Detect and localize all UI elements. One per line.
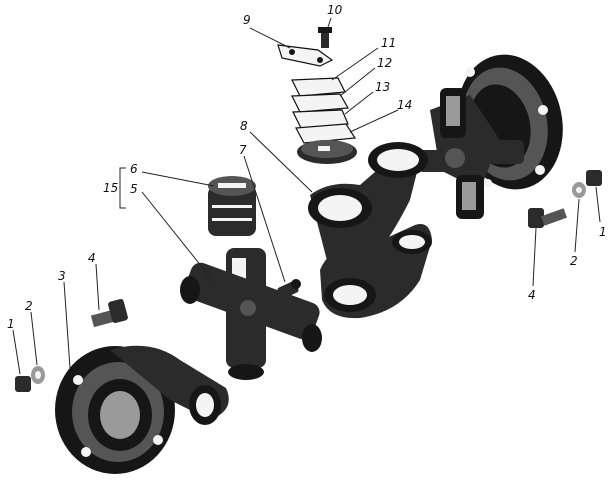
callout-1-left: 1 xyxy=(7,317,15,331)
callout-8: 8 xyxy=(240,119,248,133)
callout-1-right: 1 xyxy=(599,225,607,239)
seal-disc-14 xyxy=(297,140,357,164)
callout-5: 5 xyxy=(130,182,138,196)
callout-6: 6 xyxy=(130,162,138,176)
callout-10: 10 xyxy=(327,3,343,17)
washer-2-left xyxy=(31,366,45,384)
plate-14 xyxy=(295,123,357,144)
callout-12: 12 xyxy=(377,56,392,70)
nut-1-right xyxy=(586,170,602,186)
right-flange-yoke-assembly xyxy=(418,54,563,219)
callout-9: 9 xyxy=(243,13,251,27)
flange-yoke-3 xyxy=(55,345,229,474)
cover-plate-11 xyxy=(291,77,346,97)
callout-7: 7 xyxy=(239,143,247,157)
gasket-13 xyxy=(292,109,349,129)
callout-13: 13 xyxy=(375,80,390,94)
grease-fitting-7 xyxy=(277,279,301,299)
needle-bearing-cup-6 xyxy=(208,176,256,236)
bolt-4-left xyxy=(90,298,128,328)
callout-4-left: 4 xyxy=(88,251,96,265)
spider-cross-5 xyxy=(180,248,322,380)
gasket-12 xyxy=(291,93,349,113)
washer-2-right xyxy=(572,182,586,198)
callout-3: 3 xyxy=(58,269,66,283)
callout-labels: 9 10 11 12 13 14 8 7 6 5 15 1 2 4 4 3 1 … xyxy=(7,3,607,331)
double-yoke-8 xyxy=(308,142,432,319)
callout-11: 11 xyxy=(381,36,396,50)
callout-2-right: 2 xyxy=(570,254,578,268)
callout-4-right: 4 xyxy=(528,288,536,302)
callout-2-left: 2 xyxy=(25,299,33,313)
bolt-10 xyxy=(318,27,332,48)
lock-plate-9 xyxy=(277,44,334,67)
callout-14: 14 xyxy=(397,98,412,112)
leader-lines xyxy=(12,17,601,375)
nut-1-left xyxy=(15,376,31,392)
bolt-4-right xyxy=(528,208,567,228)
callout-15: 15 xyxy=(103,181,118,195)
